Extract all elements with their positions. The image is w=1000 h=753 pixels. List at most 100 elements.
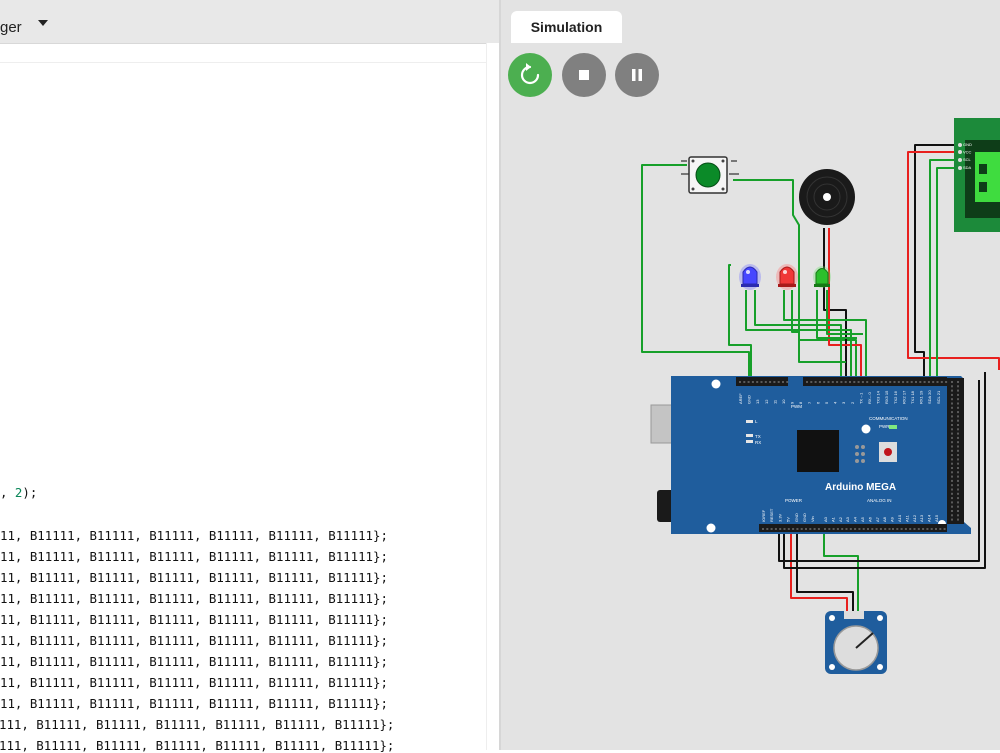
power-led — [889, 425, 897, 429]
code-line: 111, B11111, B11111, B11111, B11111, B11… — [0, 738, 395, 753]
code-line: 11, B11111, B11111, B11111, B11111, B111… — [0, 528, 388, 543]
pin-label: A14 — [927, 514, 932, 522]
wire-oled-vcc[interactable] — [907, 151, 1000, 370]
wire-button-right[interactable] — [733, 179, 857, 380]
pin-label: TX1 18 — [910, 390, 915, 404]
pin-label: RX3 15 — [884, 390, 889, 404]
wire-led-green-b[interactable] — [826, 290, 863, 335]
wire-oled-sda[interactable] — [936, 167, 960, 380]
pin-label: A6 — [867, 516, 872, 522]
wire-led-green[interactable] — [816, 290, 857, 339]
pin-label: RX2 17 — [901, 390, 906, 404]
wire-led-blue-b[interactable] — [754, 290, 842, 380]
pot-knob[interactable] — [855, 632, 874, 649]
wire-oled-gnd[interactable] — [914, 144, 960, 380]
potentiometer[interactable] — [825, 611, 887, 674]
code-line: 11, B11111, B11111, B11111, B11111, B111… — [0, 591, 388, 606]
power-label: POWER — [785, 498, 803, 503]
communication-label: COMMUNICATION — [869, 416, 908, 421]
code-editor[interactable]: ger , 2); 11, B11111, B11111, B11111, B1… — [0, 0, 500, 753]
pin-label: IOREF — [761, 509, 766, 522]
pane-divider[interactable] — [499, 0, 501, 750]
pin-label: A11 — [904, 514, 909, 522]
tab-simulation[interactable]: Simulation — [511, 11, 622, 43]
pin-label: A4 — [853, 516, 858, 522]
wire-oled-scl[interactable] — [929, 159, 960, 380]
wire-led-gnd[interactable] — [728, 264, 752, 380]
pin-label: A9 — [890, 516, 895, 522]
led-red[interactable] — [776, 264, 798, 290]
buzzer[interactable] — [799, 169, 855, 225]
code-line: , 2); — [0, 485, 38, 500]
board-label: Arduino MEGA — [825, 482, 896, 493]
led-blue[interactable] — [739, 264, 761, 290]
pause-icon — [632, 69, 642, 81]
wire-gnd-return-b[interactable] — [778, 380, 980, 562]
wire-led-red-b[interactable] — [791, 290, 846, 363]
analog-in-label: ANALOG IN — [867, 498, 892, 503]
pin-label: SDA — [963, 165, 972, 170]
pin-label: AREF — [738, 393, 743, 404]
pin-label: SCL — [963, 157, 972, 162]
arduino-mega-board[interactable]: Arduino MEGA PWM COMMUNICATION PWR L TX … — [650, 376, 971, 534]
pin-label: RX1 19 — [919, 390, 924, 404]
editor-tab-bar: ger — [0, 0, 500, 44]
wire-led-red[interactable] — [783, 290, 867, 380]
pin-label: 7 — [807, 401, 812, 404]
pin-label: 5 — [824, 401, 829, 404]
pwr-label: PWR — [879, 424, 890, 429]
wires — [641, 144, 1000, 615]
code-line: 11, B11111, B11111, B11111, B11111, B111… — [0, 696, 388, 711]
pin-label: GND — [794, 513, 799, 522]
pin-label: A12 — [912, 514, 917, 522]
restart-button[interactable] — [508, 53, 552, 97]
file-tab-label: ger — [0, 19, 22, 36]
pin-label: 4 — [833, 401, 838, 404]
wire-button-left[interactable] — [641, 164, 750, 380]
wire-led-blue[interactable] — [745, 290, 852, 380]
chevron-down-icon[interactable] — [38, 20, 48, 26]
wire-pot-signal[interactable] — [823, 532, 859, 615]
header-pins — [739, 381, 959, 530]
pin-label: A3 — [845, 516, 850, 522]
pin-label: 12 — [764, 399, 769, 404]
pin-label: 10 — [781, 399, 786, 404]
wire-pot-vcc[interactable] — [790, 530, 848, 615]
pin-label: 3 — [841, 401, 846, 404]
editor-scrollbar[interactable] — [486, 43, 500, 750]
pin-label: SCL 21 — [936, 390, 941, 404]
pin-label: 8 — [798, 401, 803, 404]
pin-label: GND — [963, 142, 972, 147]
stop-button[interactable] — [562, 53, 606, 97]
led-green[interactable] — [813, 266, 831, 288]
pin-label: 13 — [755, 399, 760, 404]
pin-label: A0 — [823, 516, 828, 522]
pin-label: 9 — [790, 401, 795, 404]
pin-label: Vin — [810, 516, 815, 522]
rx-led-label: RX — [755, 440, 761, 445]
code-line: 11, B11111, B11111, B11111, B11111, B111… — [0, 654, 388, 669]
pin-label: TX2 16 — [893, 390, 898, 404]
l-led-label: L — [755, 419, 758, 424]
code-line: 11, B11111, B11111, B11111, B11111, B111… — [0, 675, 388, 690]
pwm-label: PWM — [791, 404, 802, 409]
pin-label: 5V — [786, 517, 791, 522]
pin-label: A2 — [838, 516, 843, 522]
pin-label: A7 — [875, 516, 880, 522]
atmega-chip — [797, 430, 839, 472]
pin-label: 6 — [815, 401, 820, 404]
push-button[interactable] — [681, 156, 739, 194]
pin-label: A1 — [830, 516, 835, 522]
pause-button[interactable] — [615, 53, 659, 97]
pin-label: SDA 20 — [927, 390, 932, 404]
restart-icon — [520, 63, 540, 85]
pin-label: A8 — [882, 516, 887, 522]
wire-gnd-return[interactable] — [783, 372, 986, 569]
stop-icon — [579, 70, 589, 80]
